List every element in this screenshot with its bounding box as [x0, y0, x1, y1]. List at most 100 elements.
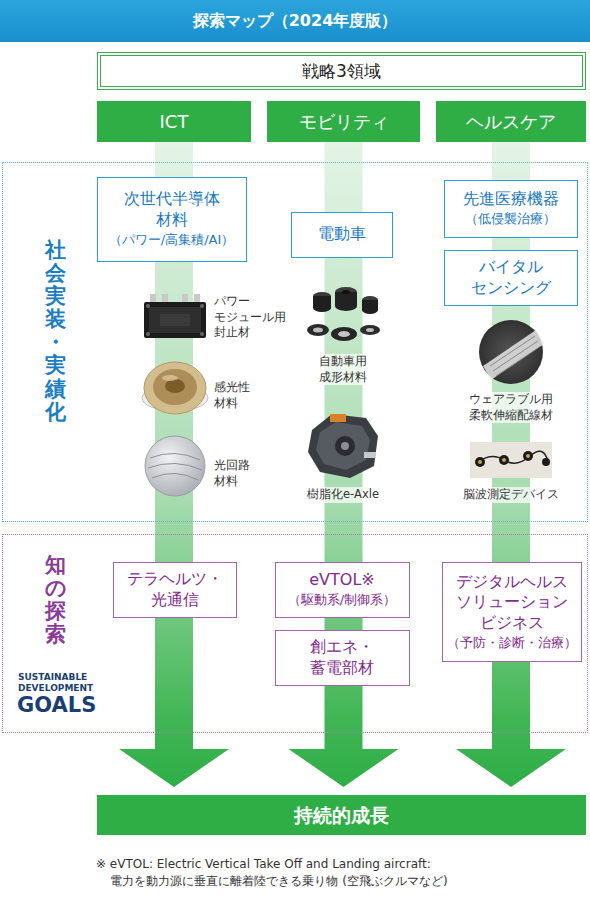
decor-shape	[526, 454, 530, 458]
decor-shape	[470, 442, 552, 478]
box-subheading: （低侵襲治療）	[465, 210, 556, 228]
theme-box: eVTOL※（駆動系/制御系）	[275, 562, 410, 618]
text-line: ビジネス	[456, 613, 568, 634]
text-line: 柔軟伸縮配線材	[469, 408, 553, 424]
box-text: 持続的成長	[294, 803, 389, 828]
text-line: 光回路	[214, 458, 250, 474]
text-line: 封止材	[214, 325, 286, 341]
domain-header: ヘルスケア	[436, 101, 586, 142]
resin-e-axle-photo	[308, 414, 378, 478]
decor-shape	[542, 458, 550, 466]
decor-shape	[331, 327, 357, 341]
material-caption: 光回路 材料	[212, 458, 252, 489]
decor-shape	[144, 302, 206, 338]
material-caption: 自動車用 成形材料	[317, 354, 369, 385]
decor-shape	[146, 332, 150, 336]
theme-box: バイタル センシング	[444, 250, 578, 306]
text-line: デジタルヘルス	[456, 572, 568, 593]
box-heading: 次世代半導体 材料	[124, 189, 220, 231]
flow-arrow	[456, 142, 566, 787]
box-heading: 創エネ・ 蓄電部材	[310, 637, 374, 679]
text-line: バイタル	[471, 257, 551, 278]
text-line: モジュール用	[214, 310, 286, 326]
footnote-text: ※ eVTOL: Electric Vertical Take Off and …	[96, 856, 590, 891]
decor-shape	[366, 328, 374, 332]
box-heading: テラヘルツ・ 光通信	[127, 569, 223, 611]
decor-shape	[316, 422, 370, 470]
theme-box: 先進医療機器（低侵襲治療）	[444, 180, 578, 238]
decor-shape	[152, 473, 198, 480]
decor-shape	[162, 375, 178, 381]
eeg-device-photo	[470, 442, 552, 478]
decor-shape	[335, 301, 357, 311]
material-caption: 脳波測定デバイス	[461, 487, 561, 503]
text-line: 材料	[214, 474, 250, 490]
decor-shape	[335, 436, 355, 456]
decor-shape	[499, 455, 509, 465]
decor-shape	[341, 442, 349, 450]
decor-shape	[502, 458, 506, 462]
decor-shape	[150, 453, 200, 460]
decor-shape	[479, 320, 543, 384]
text-line: 蓄電部材	[310, 658, 374, 679]
box-text: ICT	[160, 110, 189, 133]
decor-shape	[493, 341, 538, 371]
strategy-frame: 戦略3領域	[97, 52, 586, 90]
decor-shape	[313, 304, 331, 312]
theme-box: デジタルヘルス ソリューション ビジネス（予防・診断・治療）	[442, 562, 582, 662]
decor-shape	[362, 306, 378, 314]
box-heading: 先進医療機器	[463, 189, 559, 210]
decor-shape	[364, 452, 376, 458]
decor-shape	[483, 330, 544, 380]
decor-shape	[200, 332, 204, 336]
box-heading: 電動車	[318, 224, 366, 245]
decor-shape	[165, 379, 185, 393]
theme-box: 創エネ・ 蓄電部材	[275, 630, 410, 686]
box-subheading: （予防・診断・治療）	[447, 634, 577, 652]
decor-shape	[153, 369, 197, 405]
text-line: 材料	[124, 210, 220, 231]
photosensitive-disk-photo	[142, 362, 208, 414]
phase-region: 社会実装・実績化次世代半導体 材料（パワー/高集積/AI）電動車先進医療機器（低…	[2, 162, 588, 522]
box-subheading: （駆動系/制御系）	[288, 591, 396, 609]
sdgs-logo-text: SUSTAINABLE	[18, 673, 87, 682]
material-caption: パワー モジュール用 封止材	[212, 294, 288, 341]
box-heading: eVTOL※	[309, 570, 374, 591]
decor-shape	[490, 336, 535, 366]
text-line: センシング	[471, 278, 551, 299]
decor-shape	[160, 314, 190, 326]
vertical-heading: 社会実装・実績化	[45, 239, 66, 424]
text-line: 自動車用	[319, 354, 367, 370]
molding-parts-photo	[307, 287, 380, 341]
wearable-wiring-photo	[479, 320, 544, 384]
decor-shape	[145, 436, 205, 496]
title-bar: 探索マップ（2024年度版）	[0, 0, 590, 42]
decor-shape	[338, 331, 350, 337]
text-line: 光通信	[127, 590, 223, 611]
theme-box: テラヘルツ・ 光通信	[113, 562, 237, 618]
decor-shape	[342, 290, 350, 294]
decor-shape	[360, 325, 380, 335]
power-module-photo	[144, 294, 206, 338]
optical-circuit-photo	[145, 436, 205, 496]
theme-box: 電動車	[291, 212, 393, 258]
flow-arrow	[289, 142, 399, 787]
text-line: 感光性	[214, 380, 250, 396]
material-caption: 樹脂化e-Axle	[305, 487, 381, 503]
domain-header: モビリティ	[267, 101, 420, 142]
decor-shape	[149, 307, 201, 333]
domain-header: ICT	[97, 101, 251, 142]
decor-shape	[200, 304, 204, 308]
decor-shape	[330, 414, 346, 422]
text-line: ソリューション	[456, 592, 568, 613]
material-caption: 感光性 材料	[212, 380, 252, 411]
decor-shape	[313, 328, 323, 333]
material-caption: ウェアラブル用 柔軟伸縮配線材	[467, 392, 555, 423]
text-line: 材料	[214, 396, 250, 412]
text-line: ウェアラブル用	[469, 392, 553, 408]
decor-shape	[144, 362, 206, 414]
decor-shape	[475, 457, 485, 467]
box-text: モビリティ	[299, 110, 389, 133]
text-line: パワー	[214, 294, 286, 310]
